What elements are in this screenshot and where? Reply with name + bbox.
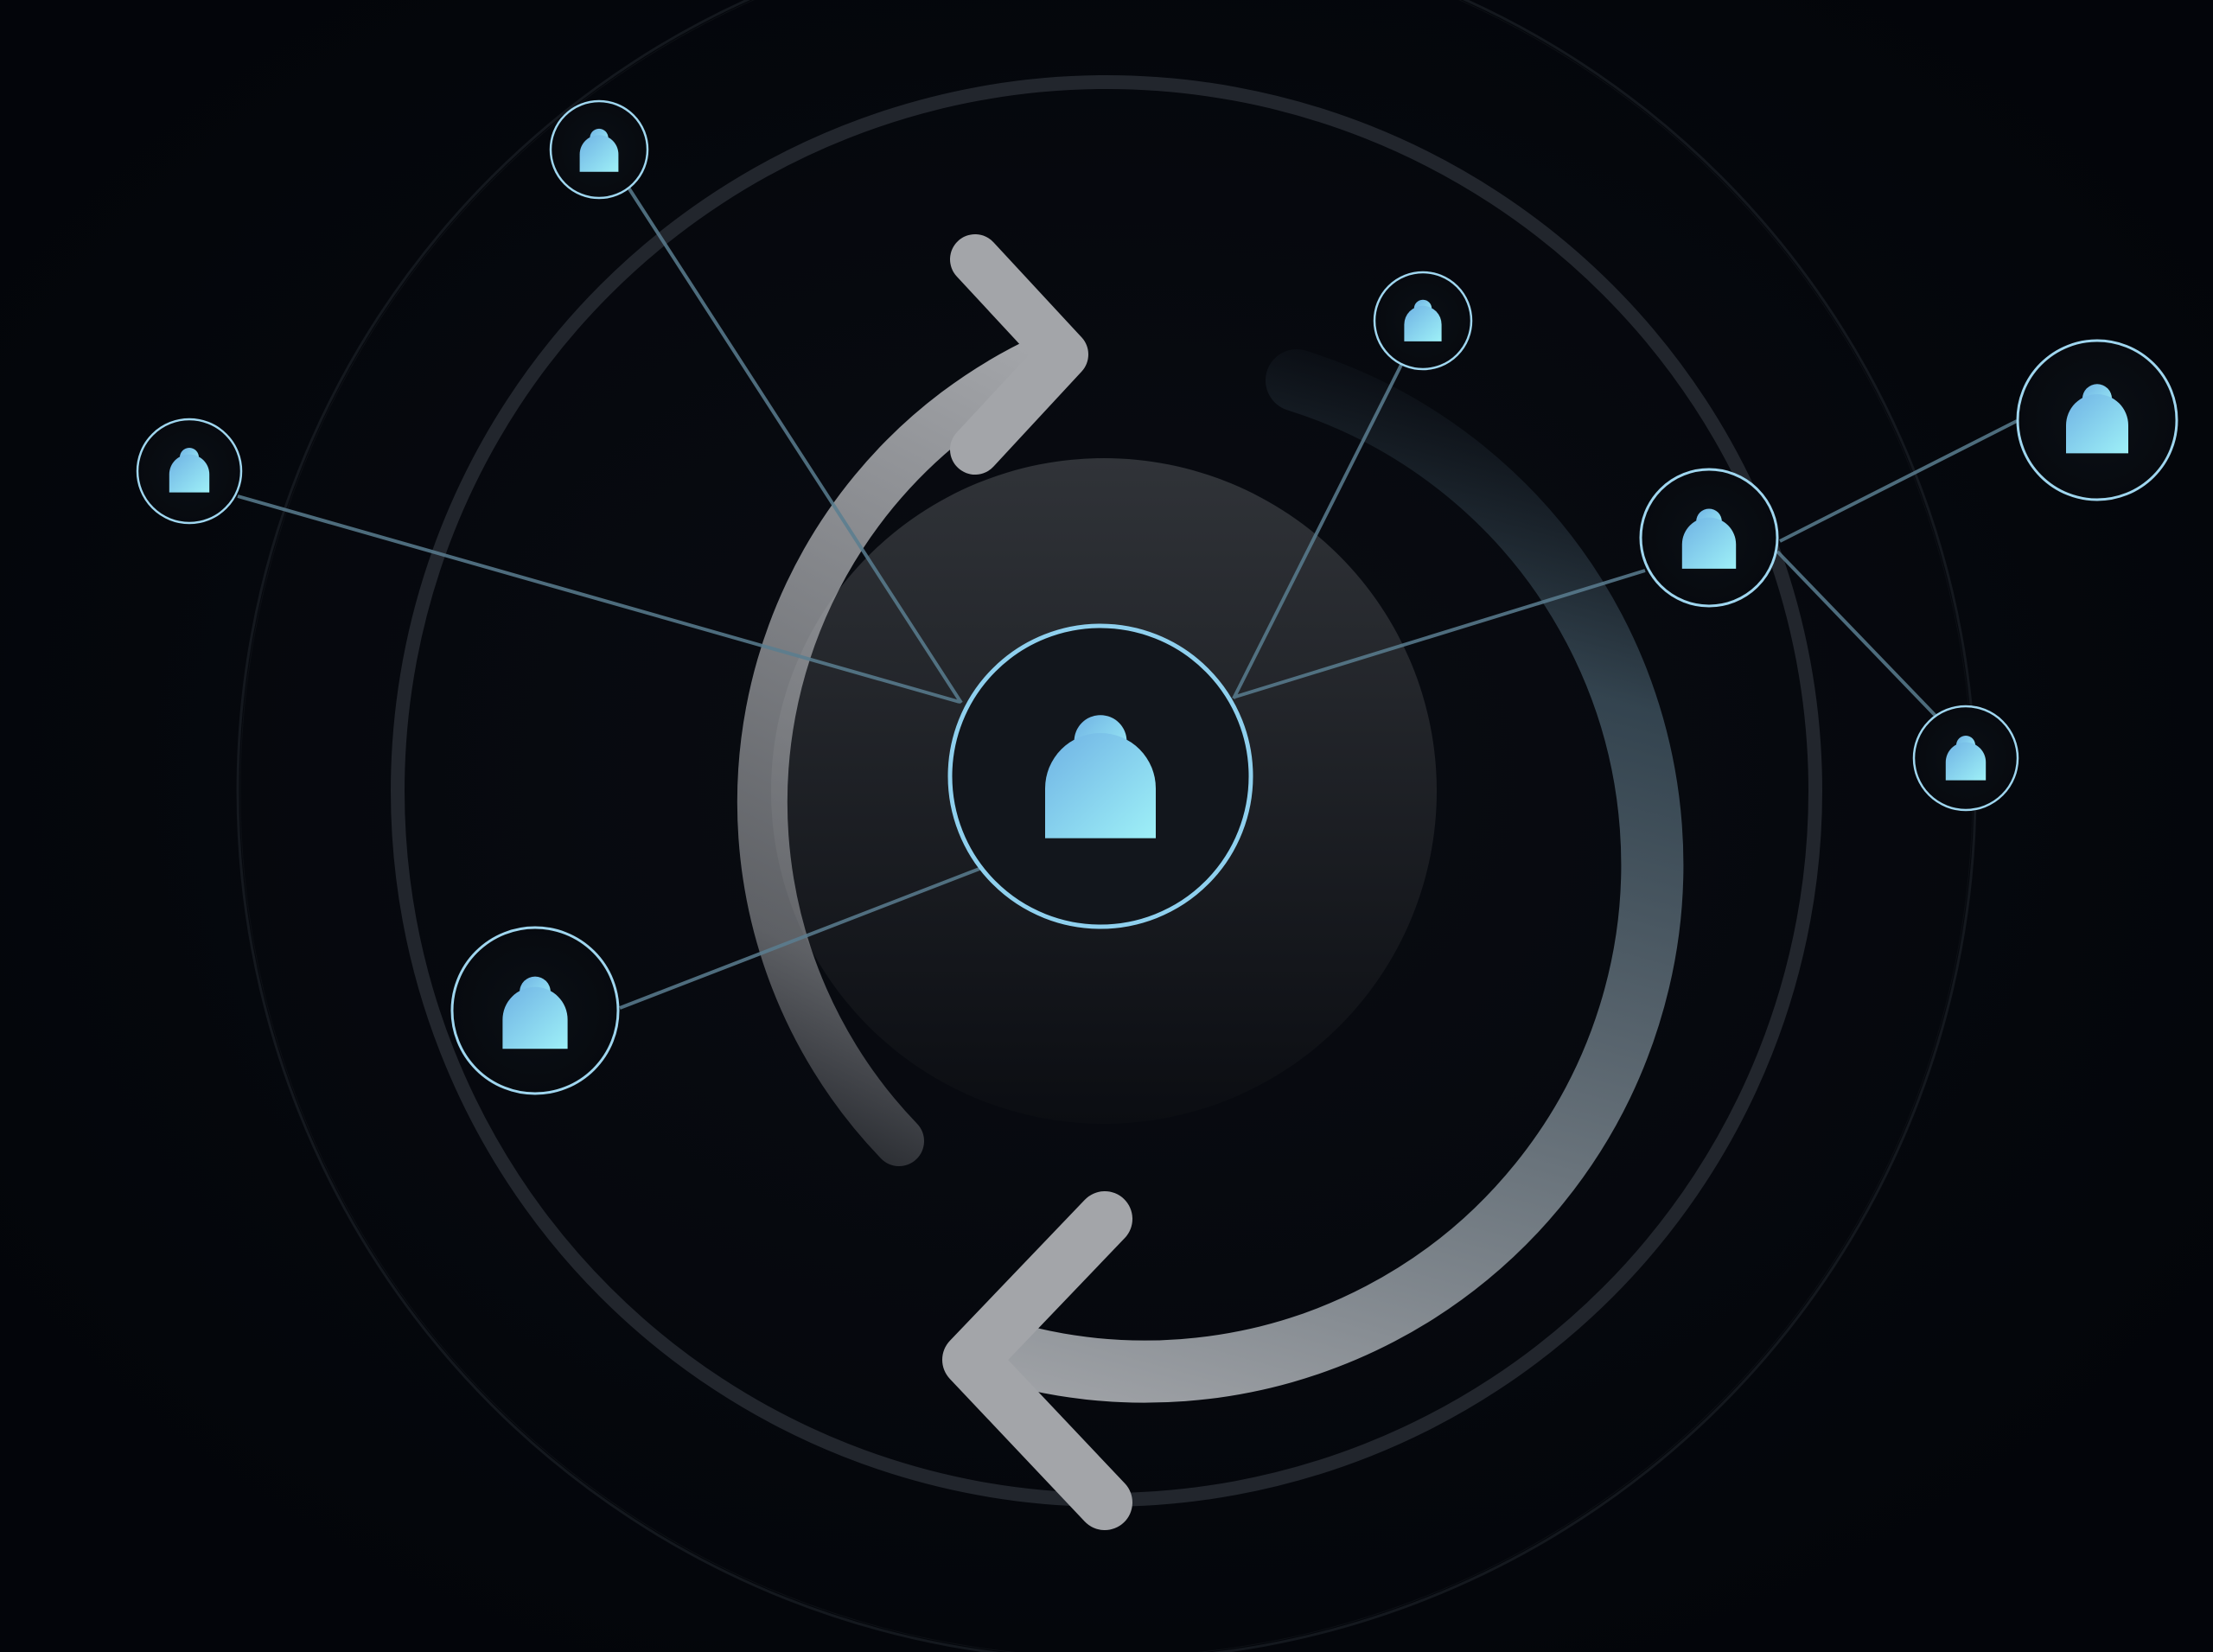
connector-bottom-left: [619, 867, 980, 1010]
connector-top-right: [1232, 362, 1404, 699]
sync-arrow-bottom-arc: [963, 349, 1684, 1403]
user-node-bottom-left: [450, 926, 620, 1095]
user-node-top-right: [1373, 271, 1473, 371]
user-node-left: [136, 418, 243, 525]
connector-right: [1234, 569, 1646, 698]
center-user-node: [947, 623, 1253, 929]
connector-right-far: [1779, 419, 2018, 543]
connector-right-lower: [1776, 550, 1939, 719]
user-node-lower-right: [1912, 705, 2019, 812]
sync-arrow-top-arc: [737, 334, 1071, 1166]
sync-arrow-bottom-head: [942, 1191, 1132, 1530]
sync-arrows: [737, 234, 1684, 1530]
user-node-right: [1639, 468, 1779, 608]
connector-top-left: [627, 186, 963, 705]
connector-left: [237, 494, 960, 704]
connectors: [237, 186, 2018, 1010]
user-node-top-left: [549, 99, 649, 200]
user-node-far-right: [2016, 339, 2178, 501]
sync-arrow-top-head: [950, 234, 1088, 475]
